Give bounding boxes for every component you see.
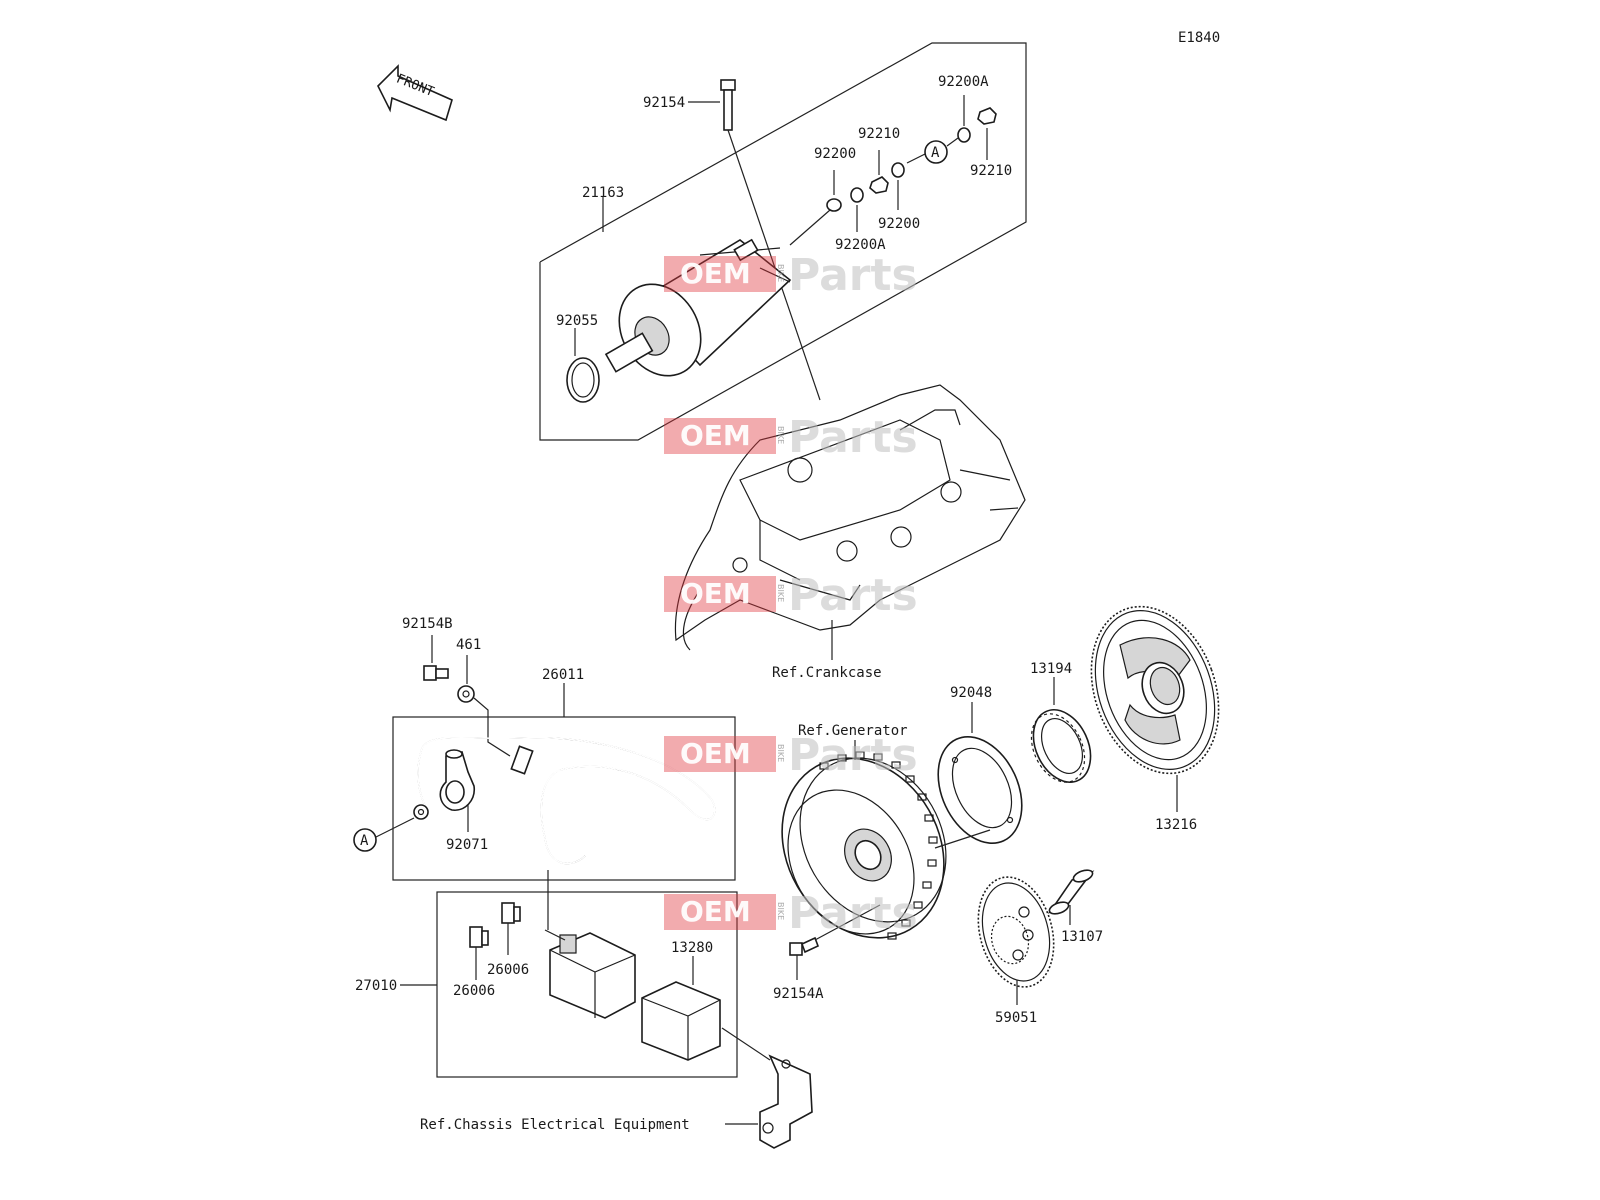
- label-27010: 27010: [355, 978, 397, 994]
- svg-text:Parts: Parts: [788, 570, 918, 621]
- washer-92200A-b-icon: [957, 127, 971, 143]
- svg-text:Parts: Parts: [788, 250, 918, 301]
- label-92048: 92048: [950, 685, 992, 701]
- label-59051: 59051: [995, 1010, 1037, 1026]
- front-arrow-icon: FRONT: [377, 64, 453, 122]
- label-ref-chassis: Ref.Chassis Electrical Equipment: [420, 1117, 690, 1133]
- terminal-cap-92071-icon: [439, 749, 475, 811]
- label-92200A-top: 92200A: [938, 74, 989, 90]
- watermark-3: OEM BIKE Parts: [664, 570, 918, 621]
- label-13107: 13107: [1061, 929, 1103, 945]
- label-92055: 92055: [556, 313, 598, 329]
- washer-92200A-a-icon: [850, 187, 864, 203]
- starter-relay-icon: [544, 870, 636, 1019]
- battery-cable-icon: [413, 736, 716, 865]
- svg-text:BIKE: BIKE: [776, 744, 785, 762]
- starter-group-outline: [539, 42, 1027, 441]
- svg-text:BIKE: BIKE: [776, 264, 785, 282]
- label-21163: 21163: [582, 185, 624, 201]
- callout-a-circle: [924, 140, 948, 164]
- diagram-code: E1840: [1178, 30, 1220, 46]
- gasket-92048-icon: [934, 735, 1023, 849]
- nut-461-icon: [457, 685, 475, 703]
- svg-text:BIKE: BIKE: [776, 902, 785, 920]
- relay-box-13280-icon: [641, 981, 721, 1061]
- label-92210-right: 92210: [970, 163, 1012, 179]
- callout-a-bottom-circle: [353, 828, 377, 852]
- generator-rotor-icon: [781, 751, 947, 940]
- watermark-1: OEM BIKE Parts: [664, 250, 918, 301]
- washer-92200-b-icon: [891, 162, 905, 178]
- label-461: 461: [456, 637, 481, 653]
- washer-92200-a-icon: [826, 198, 842, 212]
- label-26006-a: 26006: [453, 983, 495, 999]
- svg-text:OEM: OEM: [680, 895, 751, 928]
- label-13280: 13280: [671, 940, 713, 956]
- label-92200A-mid: 92200A: [835, 237, 886, 253]
- starter-motor-group: 92154 21163 92055 A 92200 922: [539, 42, 1027, 441]
- svg-text:OEM: OEM: [680, 257, 751, 290]
- label-26011: 26011: [542, 667, 584, 683]
- label-13194: 13194: [1030, 661, 1072, 677]
- svg-text:Parts: Parts: [788, 412, 918, 463]
- one-way-clutch-13194-icon: [1030, 709, 1092, 783]
- label-13216: 13216: [1155, 817, 1197, 833]
- nut-92210-b-icon: [977, 107, 997, 125]
- fuse-26006-a-icon: [469, 926, 489, 948]
- svg-text:OEM: OEM: [680, 737, 751, 770]
- bracket-icon: [721, 1027, 813, 1149]
- starter-gear-13216-icon: [1090, 605, 1220, 775]
- watermark-5: OEM BIKE Parts: [664, 888, 918, 939]
- label-92154B: 92154B: [402, 616, 453, 632]
- svg-text:BIKE: BIKE: [776, 426, 785, 444]
- label-92071: 92071: [446, 837, 488, 853]
- watermark-4: OEM BIKE Parts: [664, 730, 918, 781]
- label-ref-crankcase: Ref.Crankcase: [772, 665, 882, 681]
- svg-text:BIKE: BIKE: [776, 584, 785, 602]
- callout-a-bottom: A: [360, 833, 369, 849]
- bolt-92154A-icon: [789, 904, 881, 956]
- watermark-2: OEM BIKE Parts: [664, 412, 918, 463]
- svg-text:OEM: OEM: [680, 577, 751, 610]
- idle-gear-59051-icon: [977, 876, 1055, 988]
- fuse-26006-b-icon: [501, 902, 521, 924]
- label-26006-b: 26006: [487, 962, 529, 978]
- shaft-13107-icon: [1047, 869, 1095, 925]
- nut-92210-a-icon: [869, 176, 889, 194]
- label-92210-top: 92210: [858, 126, 900, 142]
- svg-text:Parts: Parts: [788, 730, 918, 781]
- bolt-92154-icon: [720, 79, 821, 401]
- starter-motor-icon: [604, 238, 792, 377]
- bolt-92154B-icon: [423, 665, 449, 681]
- svg-text:OEM: OEM: [680, 419, 751, 452]
- svg-text:Parts: Parts: [788, 888, 918, 939]
- label-92154: 92154: [643, 95, 685, 111]
- label-92200-mid: 92200: [878, 216, 920, 232]
- callout-a-top: A: [931, 145, 940, 161]
- label-92154A: 92154A: [773, 986, 824, 1002]
- label-ref-generator: Ref.Generator: [798, 723, 908, 739]
- crankcase-icon: [674, 384, 1026, 651]
- label-92200-top: 92200: [814, 146, 856, 162]
